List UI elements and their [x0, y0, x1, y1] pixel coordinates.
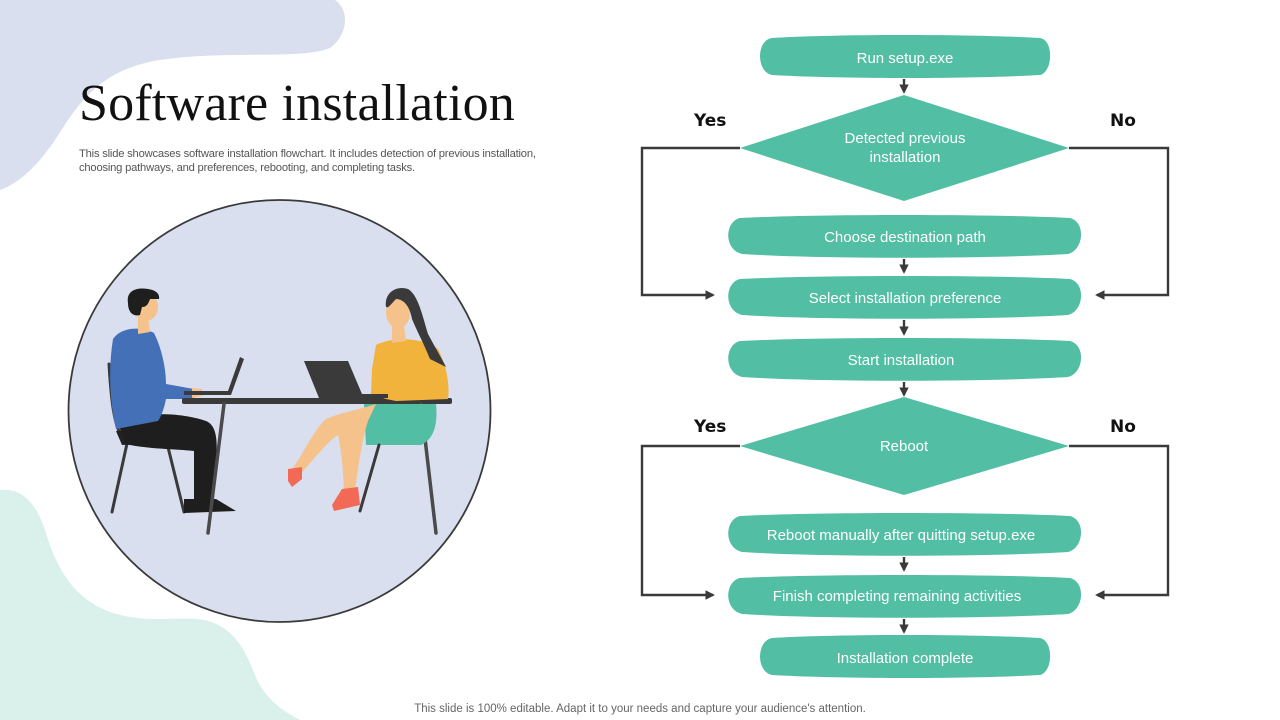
- node-shape-choose-destination[interactable]: [728, 215, 1082, 258]
- man-neck: [138, 317, 150, 334]
- man-torso: [110, 328, 194, 429]
- meeting-illustration: [67, 199, 492, 623]
- node-shape-installation-complete[interactable]: [760, 635, 1051, 678]
- connector-detected-no: [1069, 146, 1170, 300]
- node-choose-destination: Choose destination path: [824, 228, 986, 246]
- woman-neck: [392, 325, 406, 343]
- slide-title: Software installation: [79, 75, 515, 132]
- node-run-setup: Run setup.exe: [856, 49, 954, 67]
- man-hair: [127, 288, 160, 316]
- node-shape-start-installation[interactable]: [728, 338, 1082, 381]
- slide-description: This slide showcases software installati…: [79, 148, 536, 174]
- node-shape-select-preference[interactable]: [728, 276, 1082, 319]
- node-shape-reboot[interactable]: [740, 397, 1069, 495]
- desk-leg-left: [206, 402, 226, 535]
- node-start-installation: Start installation: [847, 351, 955, 369]
- node-reboot-manually: Reboot manually after quitting setup.exe: [766, 526, 1036, 544]
- illustration-circle: [67, 199, 492, 623]
- connector-reboot-no: [1069, 444, 1170, 600]
- woman-laptop: [304, 361, 388, 398]
- desk-top: [182, 398, 452, 404]
- woman-seat: [364, 404, 437, 445]
- node-reboot: Reboot: [879, 437, 929, 455]
- node-select-preference: Select installation preference: [808, 289, 1002, 307]
- connector-reboot-yes: [640, 444, 740, 600]
- woman-hair: [385, 287, 446, 367]
- top-left-blob: [0, 0, 346, 190]
- node-detected-previous: Detected previous installation: [844, 130, 966, 166]
- bottom-left-blob: [0, 489, 300, 720]
- branch-label-reboot-no: No: [1110, 417, 1136, 437]
- node-shape-finish-remaining[interactable]: [728, 575, 1082, 618]
- node-installation-complete: Installation complete: [836, 649, 974, 667]
- woman-chair-leg: [358, 443, 381, 513]
- slide-footer: This slide is 100% editable. Adapt it to…: [414, 703, 866, 715]
- branch-label-detected-yes: Yes: [694, 111, 727, 131]
- man-legs: [118, 414, 217, 501]
- woman-face: [386, 298, 410, 328]
- node-finish-remaining: Finish completing remaining activities: [772, 587, 1022, 605]
- node-shape-reboot-manually[interactable]: [728, 513, 1082, 556]
- man-laptop: [184, 357, 244, 395]
- branch-label-detected-no: No: [1110, 111, 1136, 131]
- node-shape-run-setup[interactable]: [760, 35, 1051, 78]
- woman-legs: [291, 404, 376, 497]
- node-shape-detected-previous[interactable]: [740, 95, 1069, 201]
- branch-label-reboot-yes: Yes: [694, 417, 727, 437]
- woman-shoe-left: [288, 467, 302, 487]
- woman-shoe-right: [332, 487, 360, 511]
- connector-detected-yes: [640, 146, 740, 300]
